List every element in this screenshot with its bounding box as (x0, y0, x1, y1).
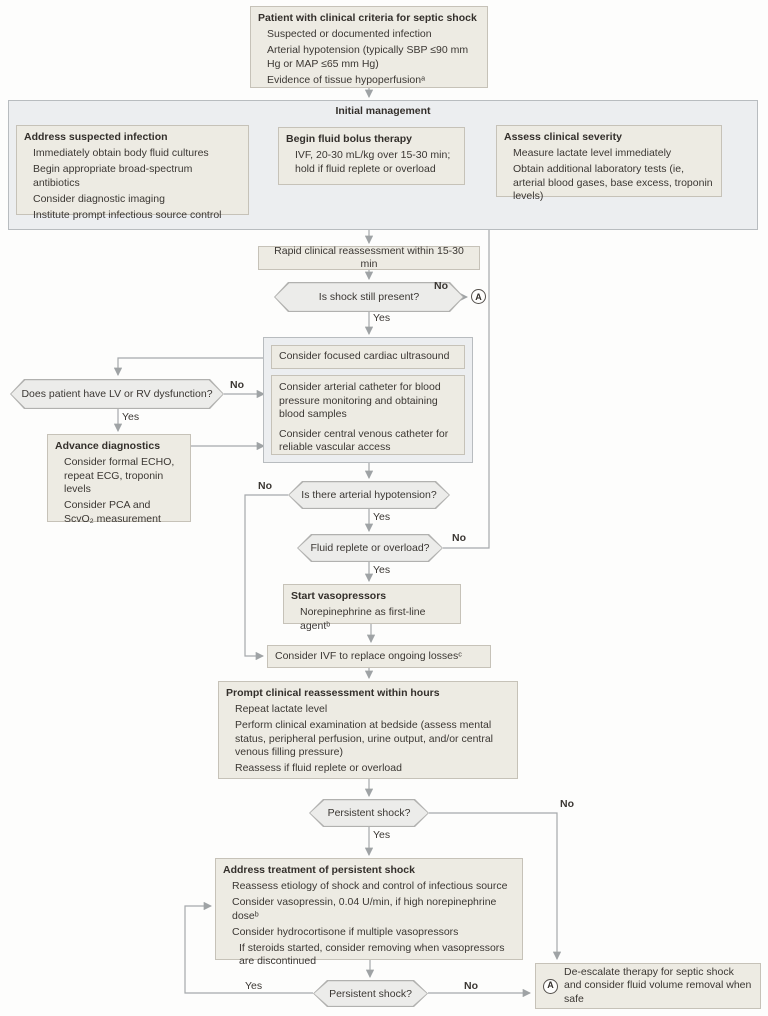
address-infection-item: Institute prompt infectious source contr… (33, 208, 222, 221)
hexagon-shape (275, 283, 463, 311)
catheters-item: Consider central venous catheter for rel… (279, 427, 449, 454)
edge-label-no: No (258, 480, 272, 492)
decision-lv-rv-dysfunction: Does patient have LV or RV dysfunction? (10, 379, 224, 409)
connector-a-circle: A (471, 289, 486, 304)
hexagon-shape (314, 981, 427, 1006)
start-criteria-item: Evidence of tissue hypoperfusionᵃ (267, 73, 426, 86)
edge-label-yes: Yes (373, 511, 391, 523)
consider-ivf-box: Consider IVF to replace ongoing lossesᶜ (267, 645, 491, 668)
fluid-bolus-title: Begin fluid bolus therapy (286, 133, 413, 145)
assess-severity-item: Obtain additional laboratory tests (ie, … (513, 163, 713, 202)
edge-label-no: No (452, 532, 466, 544)
assess-severity-item: Measure lactate level immediately (513, 147, 672, 159)
advance-diagnostics-item: Consider formal ECHO, repeat ECG, tropon… (64, 456, 175, 495)
catheters-item: Consider arterial catheter for blood pre… (279, 381, 441, 420)
address-persistent-title: Address treatment of persistent shock (223, 864, 415, 876)
catheters-box: Consider arterial catheter for blood pre… (271, 375, 465, 455)
start-criteria-title: Patient with clinical criteria for septi… (258, 12, 477, 24)
cardiac-ultrasound-label: Consider focused cardiac ultrasound (279, 350, 450, 363)
connector-a-circle: A (543, 978, 558, 994)
prompt-reassessment-item: Repeat lactate level (235, 703, 328, 715)
address-infection-item: Immediately obtain body fluid cultures (33, 147, 209, 159)
advance-diagnostics-item: Consider PCA and ScvO₂ measurement (64, 499, 161, 525)
address-infection-title: Address suspected infection (24, 131, 168, 143)
start-criteria-item: Arterial hypotension (typically SBP ≤90 … (267, 44, 469, 70)
advance-diagnostics-box: Advance diagnostics Consider formal ECHO… (47, 434, 191, 525)
consider-ivf-label: Consider IVF to replace ongoing lossesᶜ (275, 649, 462, 662)
hexagon-shape (310, 800, 428, 826)
prompt-reassessment-item: Reassess if fluid replete or overload (235, 762, 402, 774)
address-infection-item: Consider diagnostic imaging (33, 192, 165, 205)
start-criteria-box: Patient with clinical criteria for septi… (250, 6, 488, 88)
decision-shock-still-present: Is shock still present? (274, 282, 464, 312)
decision-persistent-shock-1-label: Persistent shock? (327, 807, 411, 819)
hexagon-shape (11, 380, 223, 408)
decision-persistent-shock-2: Persistent shock? (313, 980, 428, 1007)
fluid-bolus-box: Begin fluid bolus therapy IVF, 20-30 mL/… (278, 127, 465, 185)
edge-label-yes: Yes (373, 312, 391, 324)
initial-management-title: Initial management (335, 105, 431, 117)
decision-fluid-replete-label: Fluid replete or overload? (310, 542, 430, 554)
fluid-bolus-item: IVF, 20-30 mL/kg over 15-30 min; hold if… (295, 149, 451, 175)
hexagon-shape (298, 535, 442, 561)
address-persistent-item: Reassess etiology of shock and control o… (232, 880, 508, 892)
assess-severity-title: Assess clinical severity (504, 131, 622, 143)
edge-label-no: No (560, 798, 574, 810)
edge-label-yes: Yes (373, 564, 391, 576)
address-persistent-subitem: If steroids started, consider removing w… (239, 941, 505, 968)
prompt-reassessment-box: Prompt clinical reassessment within hour… (218, 681, 518, 779)
deescalate-box: A De-escalate therapy for septic shock a… (535, 963, 761, 1009)
address-persistent-item: Consider hydrocortisone if multiple vaso… (232, 925, 459, 938)
rapid-reassessment-box: Rapid clinical reassessment within 15-30… (258, 244, 480, 271)
edge-label-yes: Yes (373, 829, 391, 841)
start-criteria-item: Suspected or documented infection (267, 28, 432, 40)
edge-label-yes: Yes (245, 980, 263, 992)
edge-label-no: No (464, 980, 478, 992)
cardiac-ultrasound-box: Consider focused cardiac ultrasound (271, 345, 465, 369)
vasopressors-title: Start vasopressors (291, 590, 387, 602)
assess-severity-box: Assess clinical severity Measure lactate… (496, 125, 722, 202)
edge-label-no: No (230, 379, 244, 391)
advance-diagnostics-title: Advance diagnostics (55, 440, 161, 452)
decision-persistent-shock-2-label: Persistent shock? (329, 987, 412, 1000)
edge-label-yes: Yes (122, 411, 140, 423)
address-persistent-item: Consider vasopressin, 0.04 U/min, if hig… (232, 896, 497, 922)
decision-fluid-replete: Fluid replete or overload? (297, 534, 443, 562)
decision-shock-still-present-label: Is shock still present? (318, 291, 420, 303)
prompt-reassessment-item: Perform clinical examination at bedside … (235, 719, 493, 758)
vasopressors-box: Start vasopressors Norepinephrine as fir… (283, 584, 461, 632)
address-persistent-box: Address treatment of persistent shock Re… (215, 858, 523, 967)
deescalate-label: De-escalate therapy for septic shock and… (564, 965, 752, 1005)
decision-lv-rv-dysfunction-label: Does patient have LV or RV dysfunction? (21, 388, 213, 400)
prompt-reassessment-title: Prompt clinical reassessment within hour… (226, 687, 440, 699)
rapid-reassessment-label: Rapid clinical reassessment within 15-30… (274, 244, 464, 271)
hexagon-shape (289, 482, 449, 508)
edge-label-no: No (434, 280, 448, 292)
vasopressors-item: Norepinephrine as first-line agentᵇ (300, 606, 426, 632)
decision-arterial-hypotension-label: Is there arterial hypotension? (301, 489, 437, 501)
decision-persistent-shock-1: Persistent shock? (309, 799, 429, 827)
decision-arterial-hypotension: Is there arterial hypotension? (288, 481, 450, 509)
address-infection-box: Address suspected infection Immediately … (16, 125, 249, 221)
address-infection-item: Begin appropriate broad-spectrum antibio… (33, 163, 193, 189)
